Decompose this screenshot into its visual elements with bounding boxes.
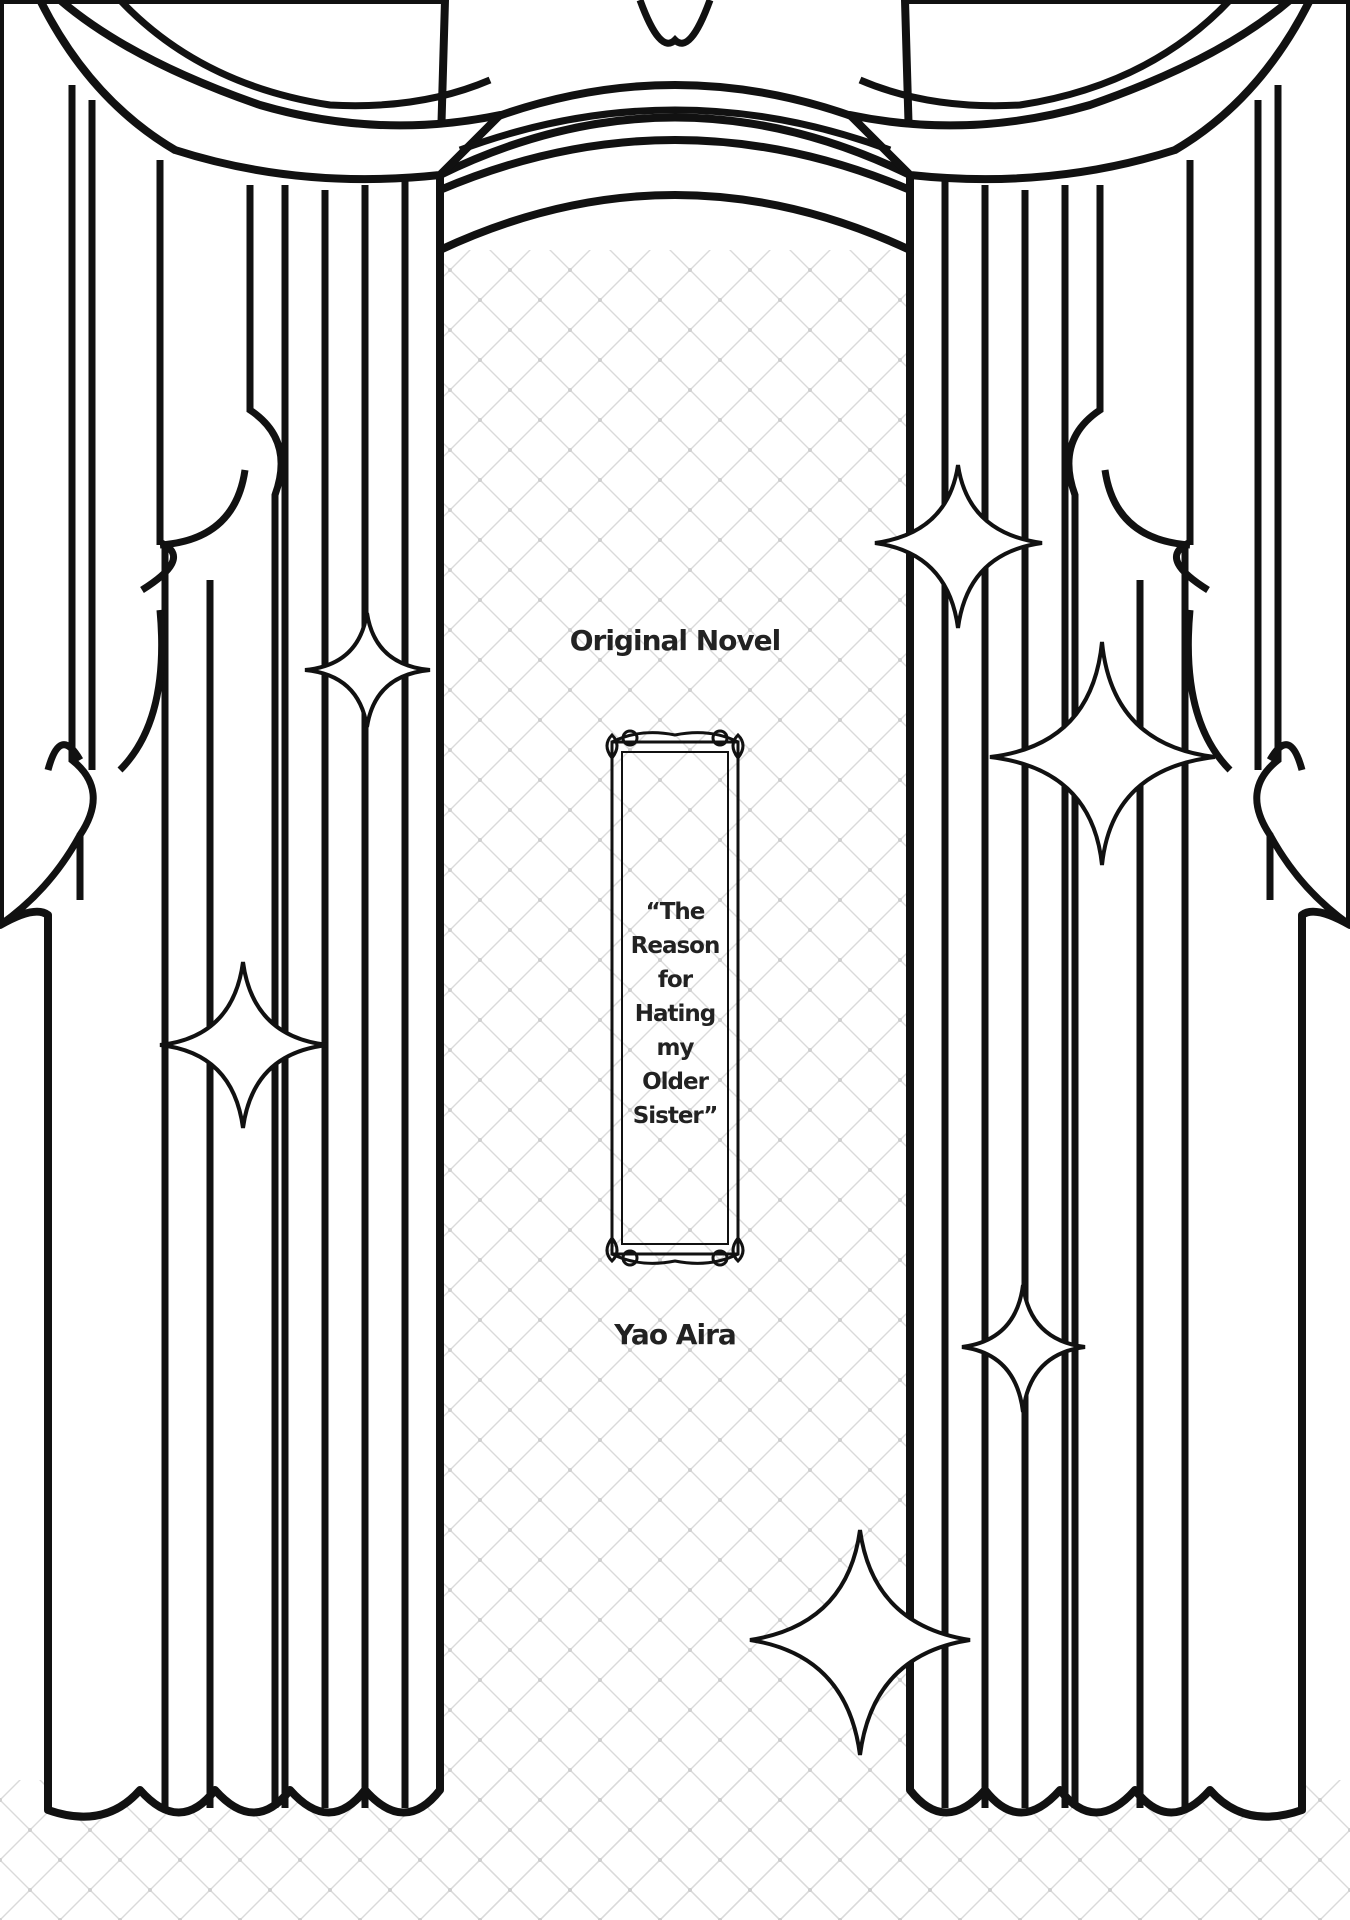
four-point-star-icon — [159, 961, 329, 1129]
right-curtain-folds — [941, 85, 1350, 1810]
title-line: Older — [642, 1069, 709, 1095]
author-name: Yao Aira — [614, 1318, 737, 1351]
title-line: Reason — [630, 933, 721, 959]
four-point-star-icon — [874, 464, 1043, 629]
four-point-star-icon — [749, 1529, 971, 1756]
title-line: Hating — [634, 1001, 717, 1027]
valance-inner-lines — [117, 0, 1233, 154]
four-point-star-icon — [989, 641, 1216, 866]
ornate-title-frame-icon — [605, 729, 745, 1267]
right-curtain — [901, 0, 1350, 1821]
title-line: my — [656, 1035, 695, 1061]
four-point-star-icon — [304, 612, 431, 728]
title-line: Sister” — [632, 1103, 719, 1129]
original-novel-label: Original Novel — [569, 624, 782, 657]
title-line: for — [657, 967, 693, 993]
left-curtain — [0, 0, 449, 1821]
valance — [36, 0, 1314, 254]
four-point-star-icon — [961, 1284, 1086, 1413]
left-curtain-folds — [0, 85, 409, 1810]
title-line: “The — [645, 899, 706, 925]
novel-title: “The Reason for Hating my Older Sister” — [615, 895, 735, 1133]
